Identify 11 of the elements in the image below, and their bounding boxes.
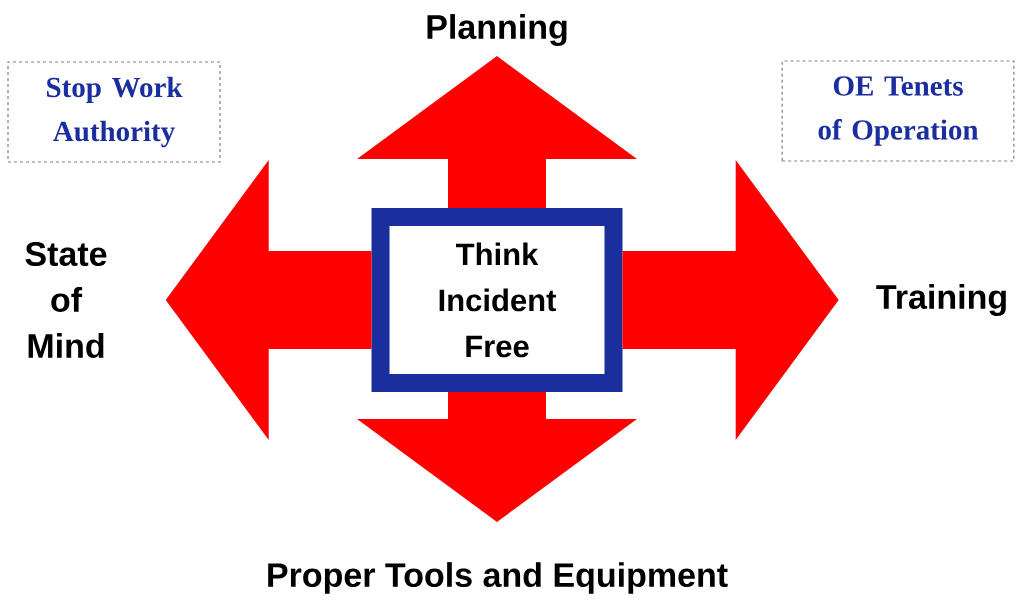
- block-arrow: [357, 56, 637, 208]
- center-box: Think Incident Free: [371, 208, 623, 392]
- dashed-note-box: OE Tenets of Operation: [781, 60, 1015, 162]
- heading-label: State of Mind: [25, 241, 107, 359]
- heading-label: Proper Tools and Equipment: [268, 562, 728, 594]
- heading-label: Training: [876, 284, 1006, 316]
- block-arrow: [165, 160, 372, 440]
- heading-label: Planning: [427, 14, 567, 46]
- block-arrow: [357, 392, 637, 522]
- block-arrow: [622, 160, 839, 440]
- dashed-note-box: Stop Work Authority: [7, 61, 221, 163]
